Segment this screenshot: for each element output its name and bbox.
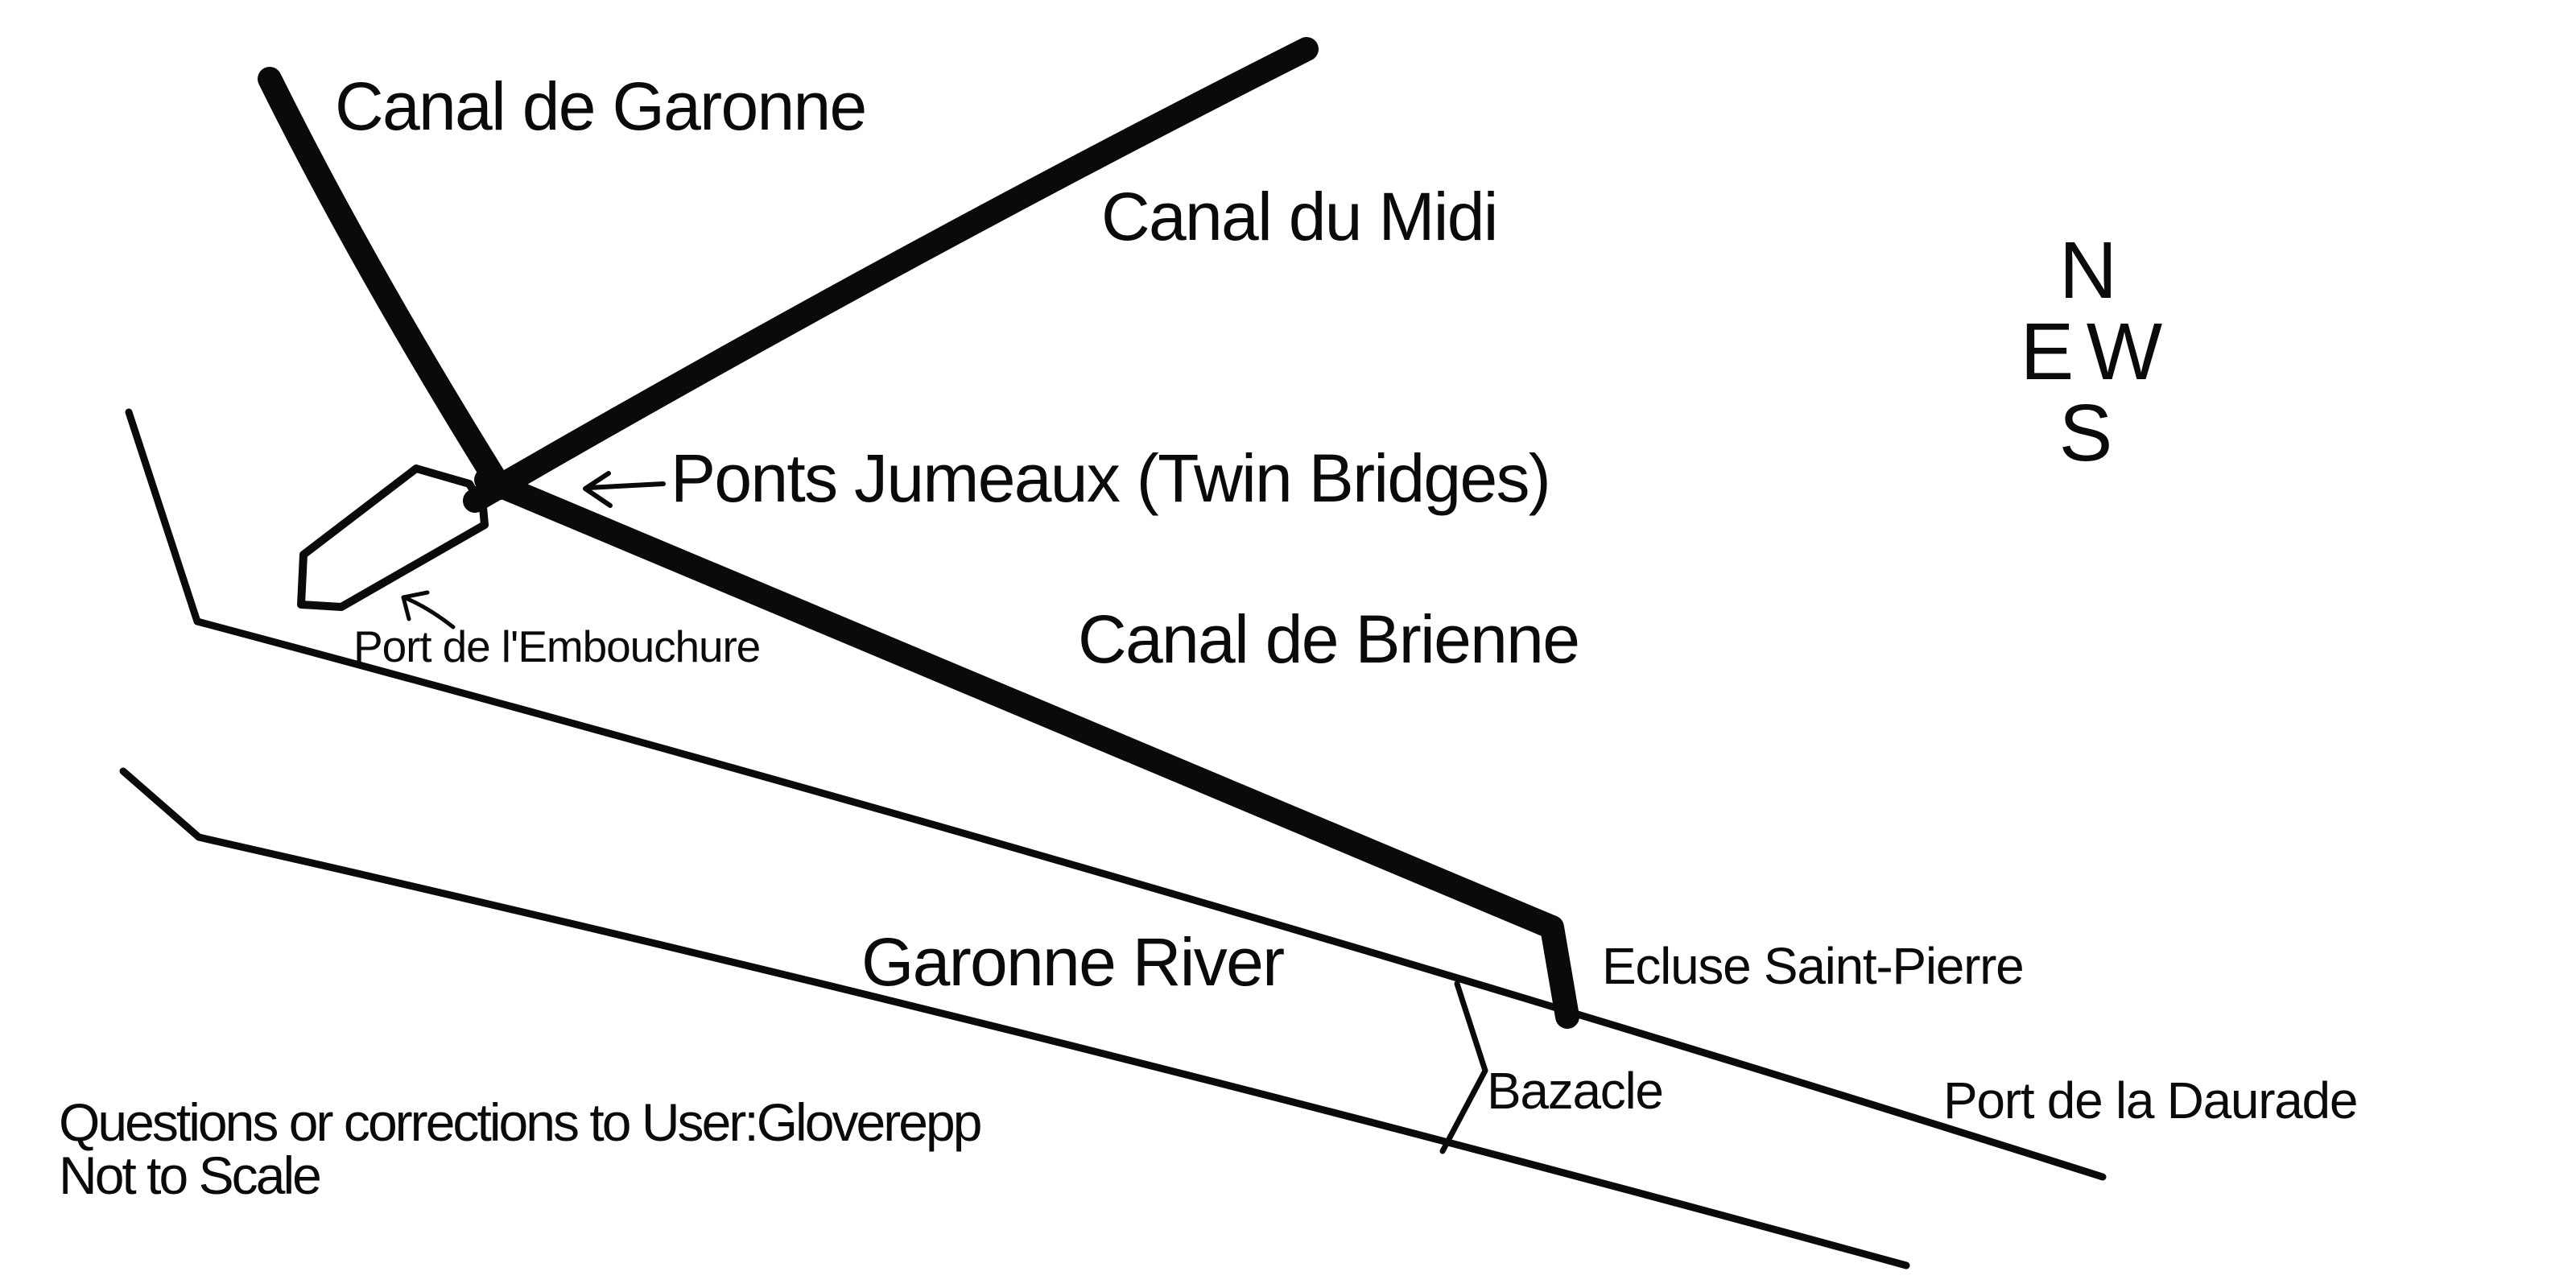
label-ecluse-saint-pierre: Ecluse Saint-Pierre (1602, 937, 2025, 995)
garonne-river-lower-bank (119, 767, 1910, 1269)
compass-north: N (2058, 225, 2118, 316)
label-garonne-river: Garonne River (861, 924, 1285, 1000)
canal-de-garonne-line (258, 67, 513, 500)
canal-du-midi-line (463, 37, 1319, 513)
port-embouchure-arrow (401, 590, 456, 630)
label-canal-du-midi: Canal du Midi (1101, 179, 1498, 254)
compass-east: E (2020, 307, 2074, 397)
footer-not-to-scale: Not to Scale (59, 1146, 322, 1205)
port-embouchure-basin-outline (297, 464, 489, 611)
label-canal-de-garonne: Canal de Garonne (335, 68, 867, 144)
label-canal-de-brienne: Canal de Brienne (1078, 601, 1580, 677)
bazacle-weir-line (1439, 980, 1488, 1154)
label-port-de-lembouchure: Port de l'Embouchure (353, 621, 761, 671)
ponts-jumeaux-arrow (583, 471, 666, 508)
label-bazacle: Bazacle (1487, 1062, 1664, 1120)
compass-south: S (2058, 388, 2113, 478)
garonne-river-upper-bank (125, 408, 2107, 1181)
footer-attribution: Questions or corrections to User:Glovere… (59, 1092, 982, 1152)
compass-west: W (2086, 307, 2163, 397)
label-ponts-jumeaux: Ponts Jumeaux (Twin Bridges) (671, 440, 1551, 516)
canal-de-brienne-line (474, 468, 1579, 1029)
label-port-de-la-daurade: Port de la Daurade (1943, 1071, 2358, 1129)
